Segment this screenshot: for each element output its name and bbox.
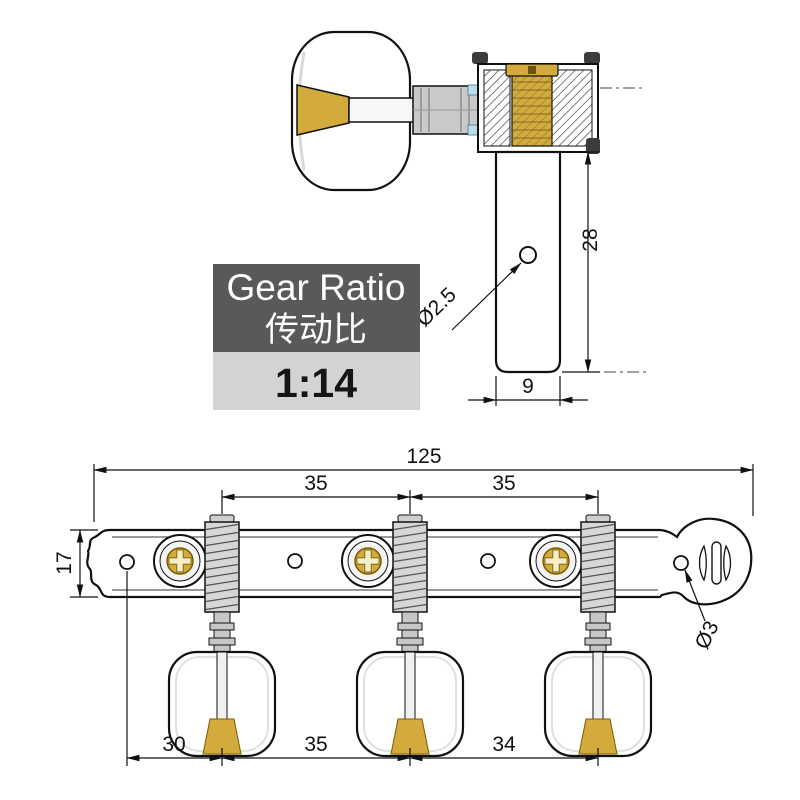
housing-clamp-right — [584, 52, 600, 64]
dim-overall-length-label: 125 — [406, 445, 441, 468]
plate-hole-2 — [287, 553, 303, 569]
ornament-left-slot — [698, 544, 707, 582]
dim-segment-3-label: 34 — [492, 733, 516, 756]
gear-ratio-title-cn: 传动比 — [265, 310, 367, 350]
front-view: 125 35 35 17 30 35 34 Ø3 — [53, 445, 754, 766]
gear-ratio-value-bg — [213, 352, 420, 410]
worm-cap-slot — [528, 66, 536, 74]
housing-clamp-bottom — [586, 138, 600, 154]
dim-bottom-segments: 30 35 34 — [126, 571, 599, 766]
worm-screw-hatch — [512, 74, 552, 146]
housing-clamp-left — [472, 52, 488, 64]
dim-spacing: 35 35 — [221, 472, 599, 514]
gear-ratio-box: Gear Ratio 传动比 1:14 — [213, 264, 420, 410]
dim-spacing-2-label: 35 — [492, 472, 515, 495]
dim-segment-2-label: 35 — [304, 733, 327, 756]
gear-section-right — [551, 69, 593, 147]
gear-ratio-value: 1:14 — [275, 360, 357, 406]
plate-hole-diameter-label: Ø3 — [691, 618, 724, 653]
gear-ratio-header-bg — [213, 264, 420, 352]
dim-plate-width-label: 17 — [53, 551, 76, 574]
gear-ratio-title: Gear Ratio — [227, 267, 406, 308]
dim-post-height: 28 — [562, 151, 602, 373]
gear-housing — [472, 52, 600, 154]
dim-post-width: 9 — [468, 375, 588, 406]
side-view: 28 9 Ø2.5 — [290, 30, 650, 406]
knob-ferrule — [296, 84, 350, 136]
dim-post-height-label: 28 — [579, 228, 602, 251]
plate-hole-1 — [119, 554, 135, 570]
string-hole — [519, 246, 537, 264]
ornament-right-slot — [723, 544, 732, 582]
dim-post-width-label: 9 — [522, 375, 534, 398]
plate-end-ornament — [698, 541, 732, 585]
plate-hole-4 — [673, 555, 689, 571]
dim-spacing-1-label: 35 — [304, 472, 327, 495]
plate-hole-3 — [480, 553, 496, 569]
gear-section-left — [483, 69, 511, 147]
dim-overall-length: 125 — [93, 445, 754, 522]
dim-plate-width: 17 — [53, 529, 98, 598]
dim-segment-1-label: 30 — [162, 733, 185, 756]
ornament-center-slot — [711, 541, 722, 585]
knob-shaft — [348, 97, 416, 123]
